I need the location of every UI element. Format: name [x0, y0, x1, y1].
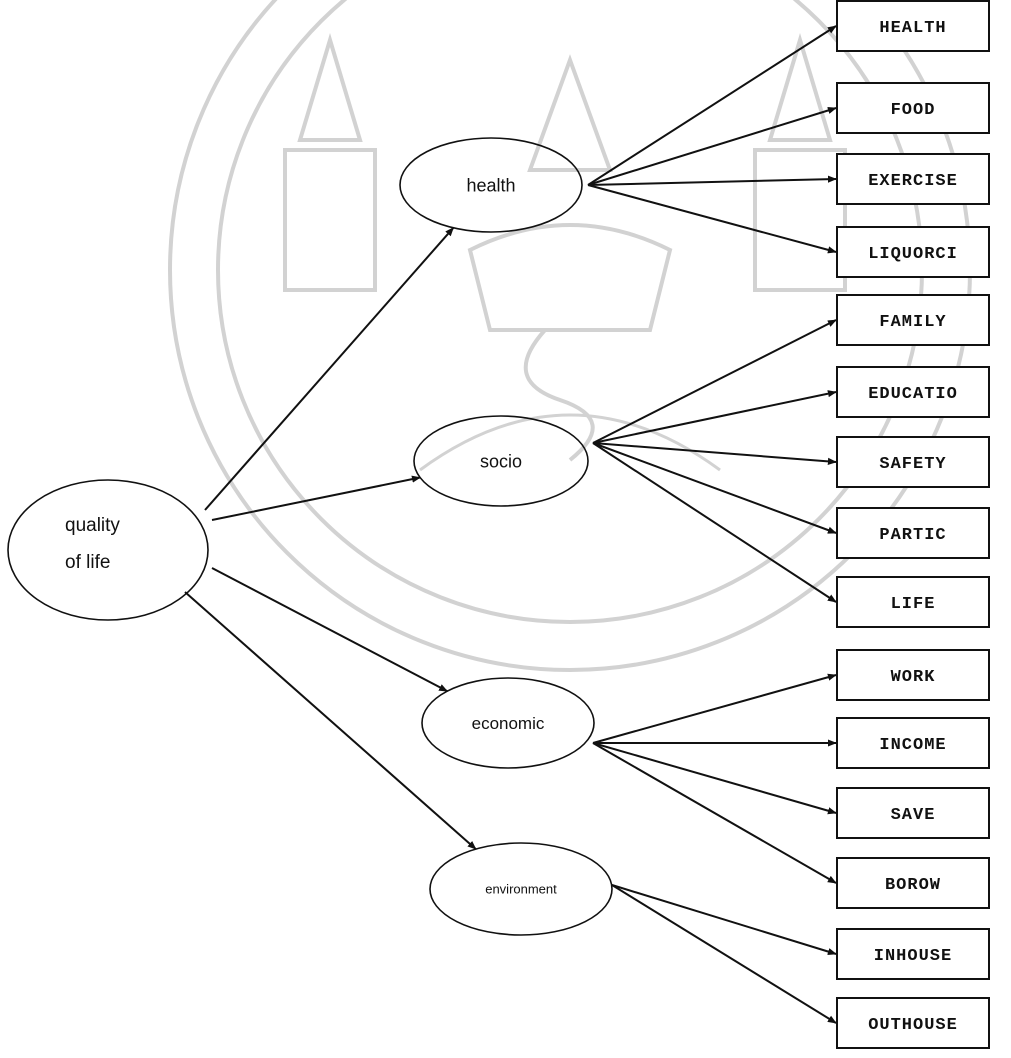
indicator-label: SAFETY — [879, 455, 946, 474]
indicator-box-frame — [836, 153, 990, 205]
indicator-label: INHOUSE — [874, 947, 952, 966]
category-node-socio: socio — [413, 415, 589, 507]
arrow-root-to-environment — [184, 591, 477, 850]
indicator-box-frame — [836, 507, 990, 559]
indicator-box-frame — [836, 997, 990, 1049]
arrow-health-to-liquorci — [587, 184, 837, 254]
root-label-line: quality — [65, 515, 120, 536]
indicator-label: HEALTH — [879, 19, 946, 38]
indicator-label: INCOME — [879, 736, 946, 755]
indicator-box-income: INCOME — [836, 717, 990, 769]
arrow-health-to-food — [587, 106, 837, 186]
indicator-label: FAMILY — [879, 313, 946, 332]
indicator-box-frame — [836, 366, 990, 418]
indicator-label: LIQUORCI — [868, 245, 958, 264]
arrow-socio-to-life — [592, 442, 837, 603]
socio-label: socio — [480, 451, 522, 471]
indicator-box-family: FAMILY — [836, 294, 990, 346]
arrow-environment-to-outhouse — [611, 884, 837, 1024]
indicator-box-frame — [836, 928, 990, 980]
arrow-health-to-exercise — [587, 175, 837, 186]
arrow-socio-to-safety — [592, 442, 837, 465]
indicator-box-frame — [836, 436, 990, 488]
indicator-label: WORK — [891, 668, 936, 687]
economic-ellipse — [421, 677, 595, 769]
indicator-label: BOROW — [885, 876, 941, 895]
seal-spire — [527, 54, 613, 172]
indicator-label: SAVE — [891, 806, 936, 825]
arrow-environment-to-inhouse — [611, 884, 837, 956]
indicator-box-frame — [836, 857, 990, 909]
environment-label: environment — [485, 882, 557, 897]
category-node-economic: economic — [421, 677, 595, 769]
indicator-label: FOOD — [891, 101, 936, 120]
indicator-label: EDUCATIO — [868, 385, 958, 404]
indicator-box-frame — [836, 0, 990, 52]
arrow-economic-to-borow — [592, 742, 837, 884]
health-label: health — [466, 175, 515, 195]
category-node-environment: environment — [429, 842, 613, 936]
indicator-box-frame — [836, 82, 990, 134]
indicator-box-frame — [836, 787, 990, 839]
indicator-box-frame — [836, 226, 990, 278]
category-node-health: health — [399, 137, 583, 233]
indicator-box-frame — [836, 649, 990, 701]
root-label-line: of life — [65, 552, 110, 573]
indicator-box-safety: SAFETY — [836, 436, 990, 488]
indicator-box-partic: PARTIC — [836, 507, 990, 559]
indicator-box-exercise: EXERCISE — [836, 153, 990, 205]
indicator-box-borow: BOROW — [836, 857, 990, 909]
health-ellipse — [399, 137, 583, 233]
indicator-box-work: WORK — [836, 649, 990, 701]
seal-left-tower — [283, 148, 377, 292]
economic-label: economic — [472, 714, 545, 733]
root-node: quality of life — [7, 479, 209, 621]
indicator-box-health: HEALTH — [836, 0, 990, 52]
indicator-box-frame — [836, 717, 990, 769]
seal-base-arc — [419, 413, 721, 472]
diagram-nodes: quality of life health HEALTH FOOD EXERCISE LI… — [7, 0, 990, 1049]
arrow-socio-to-family — [592, 319, 837, 444]
arrow-root-to-socio — [211, 475, 421, 521]
seal-crown — [467, 223, 673, 332]
arrow-economic-to-work — [592, 673, 837, 744]
indicator-box-outhouse: OUTHOUSE — [836, 997, 990, 1049]
indicator-box-inhouse: INHOUSE — [836, 928, 990, 980]
arrow-economic-to-save — [592, 742, 837, 815]
indicator-box-save: SAVE — [836, 787, 990, 839]
socio-ellipse — [413, 415, 589, 507]
indicator-label: OUTHOUSE — [868, 1016, 958, 1035]
indicator-label: PARTIC — [879, 526, 946, 545]
seal-serpent — [523, 328, 595, 462]
indicator-box-liquorci: LIQUORCI — [836, 226, 990, 278]
diagram-edges — [184, 25, 837, 1024]
environment-ellipse — [429, 842, 613, 936]
indicator-box-educatio: EDUCATIO — [836, 366, 990, 418]
indicator-label: LIFE — [891, 595, 936, 614]
seal-right-tower — [753, 148, 847, 292]
indicator-box-frame — [836, 576, 990, 628]
indicator-box-frame — [836, 294, 990, 346]
root-ellipse — [7, 479, 209, 621]
seal-right-spire — [767, 33, 833, 142]
seal-left-spire — [297, 33, 363, 142]
arrow-root-to-health — [204, 227, 455, 511]
arrow-socio-to-partic — [592, 442, 837, 534]
arrow-health-to-health — [587, 25, 837, 186]
arrow-root-to-economic — [211, 567, 449, 693]
indicator-box-food: FOOD — [836, 82, 990, 134]
arrow-socio-to-educatio — [592, 390, 837, 444]
indicator-label: EXERCISE — [868, 172, 958, 191]
indicator-box-life: LIFE — [836, 576, 990, 628]
